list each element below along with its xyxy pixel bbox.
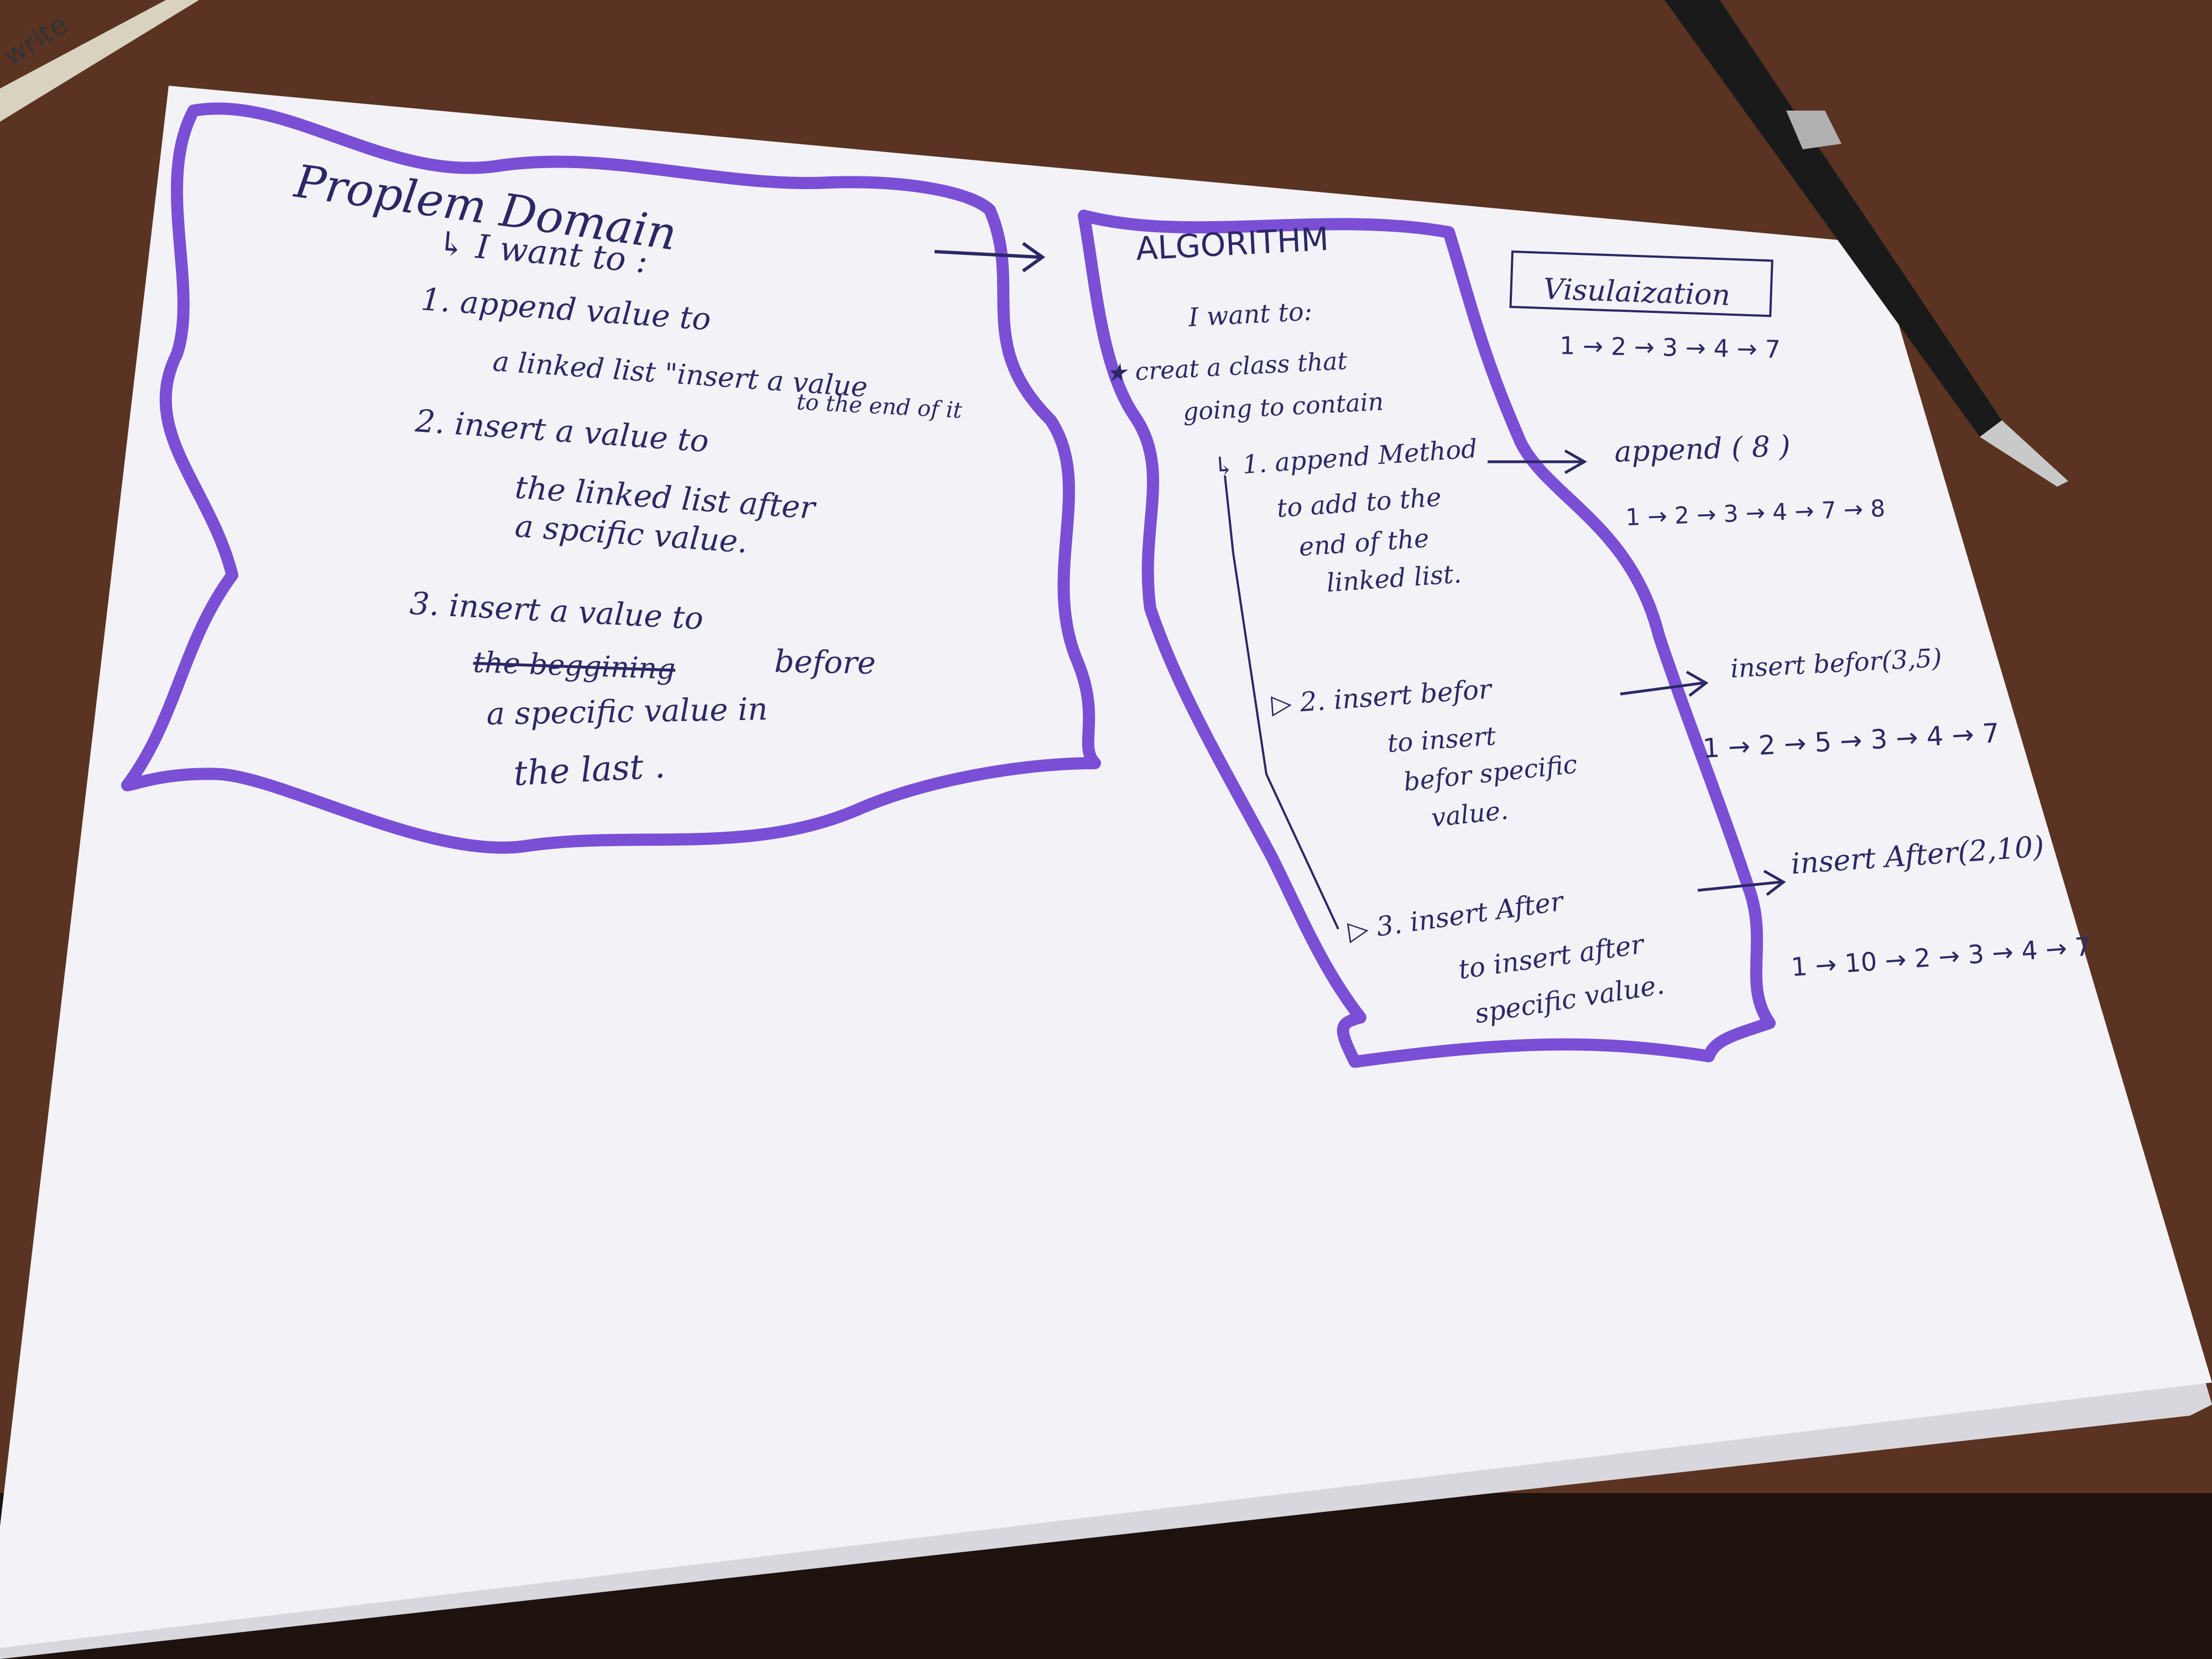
algorithm-intro: I want to: xyxy=(1187,296,1313,332)
pd-item-3-line4: the last . xyxy=(513,745,666,794)
method-3-arrow xyxy=(1697,869,1786,896)
pd-item-3-line2: before xyxy=(774,644,876,681)
algorithm-frame xyxy=(1078,210,1776,1068)
problem-to-algorithm-arrow xyxy=(934,242,1046,273)
viz-step-1-call: append ( 8 ) xyxy=(1614,430,1791,469)
pd-item-3-struck: the beggining xyxy=(473,646,676,686)
algorithm-branch-line xyxy=(1224,475,1339,930)
method-1-arrow xyxy=(1488,449,1588,474)
visualization-initial-list: 1 → 2 → 3 → 4 → 7 xyxy=(1559,332,1781,364)
problem-domain-frame xyxy=(121,102,1101,854)
method-2-arrow xyxy=(1620,670,1709,697)
ballpoint-pen xyxy=(1665,0,2068,487)
visualization-title: Visulaization xyxy=(1543,273,1731,312)
visualization-title-box xyxy=(1509,250,1773,317)
paper-sheet xyxy=(0,86,2212,1648)
pd-item-3-line3: a specific value in xyxy=(486,691,768,732)
